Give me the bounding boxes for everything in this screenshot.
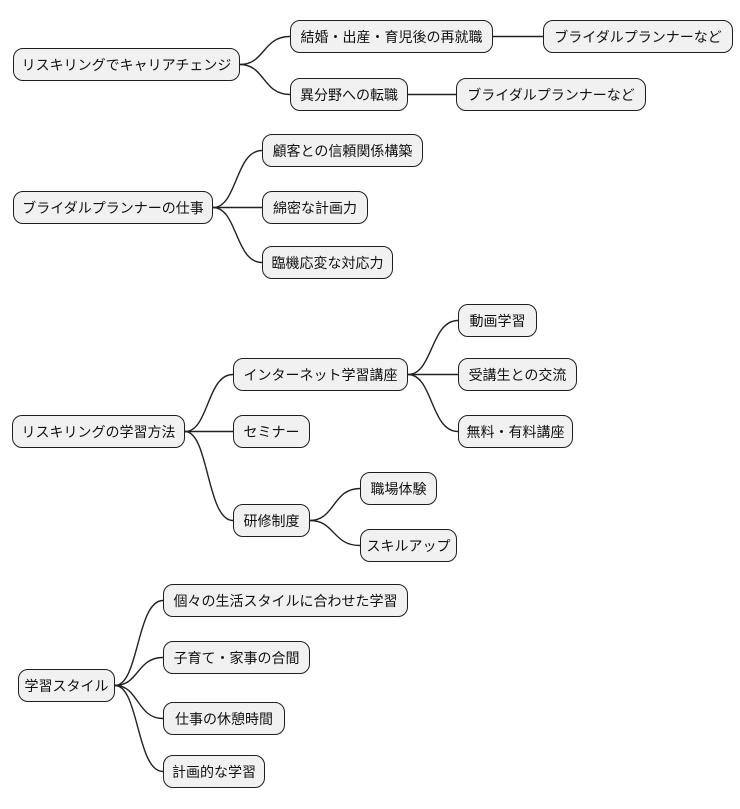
node-label: セミナー [243, 423, 300, 440]
node-t3_douga: 動画学習 [458, 304, 537, 337]
node-label: 動画学習 [469, 312, 526, 329]
node-t3_jukou: 受講生との交流 [458, 358, 577, 391]
edge-t1_root-t1_saishushoku [239, 35, 291, 66]
node-label: ブライダルプランナーなど [467, 86, 635, 103]
node-label: 顧客との信頼関係構築 [272, 142, 413, 159]
node-label: 無料・有料講座 [466, 423, 565, 440]
node-t2_shinrai: 顧客との信頼関係構築 [262, 134, 423, 167]
node-label: ブライダルプランナーの仕事 [22, 199, 204, 216]
edge-t2_root-t2_shinrai [212, 149, 263, 209]
node-label: インターネット学習講座 [243, 366, 398, 383]
node-t3_root: リスキリングの学習方法 [12, 415, 185, 448]
node-t3_kenshu: 研修制度 [233, 504, 310, 537]
edge-t4_root-t4_kosei [114, 599, 164, 687]
node-label: 受講生との交流 [468, 366, 567, 383]
edge-t1_root-t1_tenshoku [239, 63, 291, 96]
node-t1_tenshoku: 異分野への転職 [290, 78, 408, 111]
node-label: リスキリングでキャリアチェンジ [21, 56, 232, 73]
edge-t3_net-t3_douga [407, 319, 459, 376]
node-label: 子育て・家事の合間 [173, 649, 300, 666]
node-t2_root: ブライダルプランナーの仕事 [13, 191, 213, 224]
node-t1_saishushoku: 結婚・出産・育児後の再就職 [290, 20, 493, 53]
node-label: 計画的な学習 [172, 763, 256, 780]
edge-t3_root-t3_net [184, 373, 234, 433]
node-t4_keikakuteki: 計画的な学習 [163, 755, 265, 788]
edge-t3_kenshu-t3_skill [309, 519, 361, 547]
node-label: 個々の生活スタイルに合わせた学習 [173, 592, 398, 609]
edge-t4_root-t4_keikakuteki [114, 684, 164, 773]
edge-t4_root-t4_kosodate [114, 656, 164, 687]
node-t3_net: インターネット学習講座 [233, 358, 408, 391]
node-label: 結婚・出産・育児後の再就職 [300, 28, 483, 45]
node-t3_skill: スキルアップ [360, 529, 457, 562]
edge-t3_kenshu-t3_shokuba [309, 487, 361, 522]
node-t1_bridal1: ブライダルプランナーなど [543, 20, 733, 53]
node-t3_shokuba: 職場体験 [360, 472, 437, 505]
node-t4_kosei: 個々の生活スタイルに合わせた学習 [163, 584, 408, 617]
edge-t4_root-t4_kyukei [114, 684, 164, 720]
node-label: ブライダルプランナーなど [554, 28, 722, 45]
node-label: 臨機応変な対応力 [271, 254, 384, 271]
node-t3_muryou: 無料・有料講座 [458, 415, 573, 448]
node-label: リスキリングの学習方法 [21, 423, 176, 440]
node-t1_bridal2: ブライダルプランナーなど [456, 78, 646, 111]
node-label: スキルアップ [366, 537, 451, 554]
node-t2_taiou: 臨機応変な対応力 [262, 246, 393, 279]
edge-t2_root-t2_taiou [212, 206, 263, 264]
node-t2_keikaku: 綿密な計画力 [262, 191, 368, 224]
edge-t3_root-t3_kenshu [184, 430, 234, 522]
edge-t3_net-t3_muryou [407, 373, 459, 433]
node-t1_root: リスキリングでキャリアチェンジ [13, 48, 240, 81]
node-t3_semi: セミナー [233, 415, 310, 448]
node-label: 異分野への転職 [300, 86, 398, 103]
node-label: 研修制度 [243, 512, 300, 529]
node-label: 仕事の休憩時間 [175, 710, 273, 727]
node-t4_kosodate: 子育て・家事の合間 [163, 641, 310, 674]
node-label: 学習スタイル [24, 677, 109, 694]
node-t4_root: 学習スタイル [18, 669, 115, 702]
node-label: 職場体験 [370, 480, 427, 497]
node-t4_kyukei: 仕事の休憩時間 [163, 702, 285, 735]
node-label: 綿密な計画力 [273, 199, 357, 216]
